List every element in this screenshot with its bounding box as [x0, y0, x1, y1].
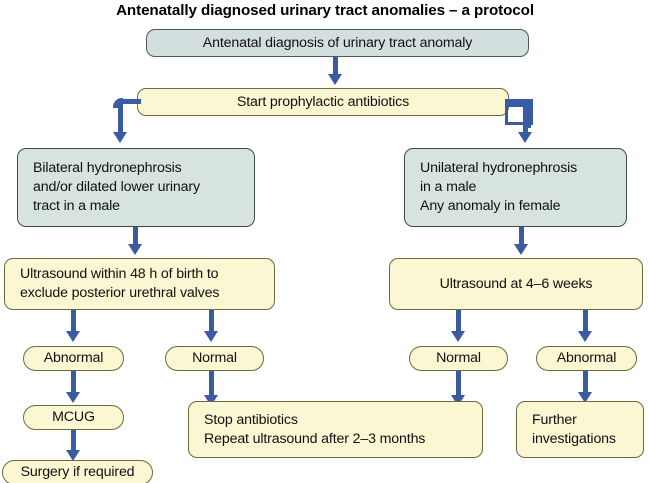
- node-ultrasound-4-6-weeks: Ultrasound at 4–6 weeks: [389, 258, 643, 310]
- node-bilateral-hydronephrosis-label: Bilateral hydronephrosis and/or dilated …: [33, 160, 200, 214]
- arrowhead-mcug-to-surgery: [66, 450, 80, 461]
- node-unilateral-hydronephrosis: Unilateral hydronephrosis in a male Any …: [404, 148, 627, 227]
- connector-ultrasound48h-to-abnormal: [71, 310, 76, 334]
- arrowhead-ultrasound48h-to-normal: [204, 331, 218, 342]
- arrowhead-right-branch-to-ultrasound: [514, 244, 528, 255]
- node-mcug-label: MCUG: [52, 409, 95, 426]
- connector-antibiotics-to-right-branch: [505, 99, 533, 128]
- page-title: Antenatally diagnosed urinary tract anom…: [116, 2, 534, 19]
- node-surgery-if-required-label: Surgery if required: [20, 464, 135, 481]
- node-left-normal: Normal: [165, 346, 264, 371]
- node-mcug: MCUG: [23, 405, 124, 430]
- node-right-abnormal: Abnormal: [536, 346, 637, 371]
- arrowhead-ultrasound46w-to-abnormal: [578, 331, 592, 342]
- node-antenatal-diagnosis: Antenatal diagnosis of urinary tract ano…: [146, 29, 529, 57]
- node-further-investigations-label: Further investigations: [532, 411, 616, 447]
- node-right-normal: Normal: [409, 346, 508, 371]
- node-further-investigations: Further investigations: [516, 401, 644, 458]
- arrowhead-ultrasound46w-to-normal: [451, 331, 465, 342]
- node-left-abnormal: Abnormal: [23, 346, 124, 371]
- arrowhead-left-branch-to-ultrasound: [128, 244, 142, 255]
- connector-rightabnormal-to-further: [583, 371, 588, 395]
- arrowhead-antibiotics-to-right-branch: [518, 132, 532, 143]
- node-start-antibiotics: Start prophylactic antibiotics: [137, 88, 509, 116]
- arrowhead-ultrasound48h-to-abnormal: [66, 331, 80, 342]
- connector-ultrasound46w-to-normal: [456, 310, 461, 334]
- node-ultrasound-48h-label: Ultrasound within 48 h of birth to exclu…: [20, 266, 220, 301]
- arrowhead-rightnormal-to-stop: [451, 395, 465, 406]
- connector-ultrasound46w-to-abnormal: [583, 310, 588, 334]
- node-start-antibiotics-label: Start prophylactic antibiotics: [236, 93, 410, 110]
- connector-start-to-antibiotics: [333, 57, 338, 78]
- arrowhead-abnormal-to-mcug: [66, 392, 80, 403]
- node-right-abnormal-label: Abnormal: [556, 350, 617, 367]
- arrowhead-antibiotics-to-left-branch: [113, 132, 127, 143]
- connector-ultrasound48h-to-normal: [209, 310, 214, 334]
- node-ultrasound-4-6-weeks-label: Ultrasound at 4–6 weeks: [439, 275, 593, 292]
- node-stop-antibiotics-label: Stop antibiotics Repeat ultrasound after…: [204, 411, 426, 447]
- node-right-normal-label: Normal: [436, 350, 481, 367]
- node-stop-antibiotics: Stop antibiotics Repeat ultrasound after…: [188, 401, 483, 458]
- connector-mcug-to-surgery: [71, 430, 76, 453]
- connector-leftnormal-to-stop: [209, 371, 214, 398]
- arrowhead-start-to-antibiotics: [328, 74, 342, 85]
- connector-right-branch-to-ultrasound: [519, 227, 524, 248]
- connector-abnormal-to-mcug: [71, 371, 76, 395]
- node-bilateral-hydronephrosis: Bilateral hydronephrosis and/or dilated …: [17, 148, 255, 227]
- arrowhead-leftnormal-to-stop: [204, 395, 218, 406]
- node-unilateral-hydronephrosis-label: Unilateral hydronephrosis in a male Any …: [420, 160, 578, 214]
- connector-left-branch-to-ultrasound: [133, 227, 138, 248]
- node-left-normal-label: Normal: [192, 350, 237, 367]
- node-surgery-if-required: Surgery if required: [2, 460, 153, 483]
- node-antenatal-diagnosis-label: Antenatal diagnosis of urinary tract ano…: [202, 34, 473, 51]
- arrowhead-rightabnormal-to-further: [578, 392, 592, 403]
- node-left-abnormal-label: Abnormal: [43, 350, 104, 367]
- node-ultrasound-48h: Ultrasound within 48 h of birth to exclu…: [4, 258, 275, 310]
- connector-rightnormal-to-stop: [456, 371, 461, 398]
- connector-right-branch-stem: [523, 103, 528, 135]
- connector-left-branch-stem: [118, 103, 123, 135]
